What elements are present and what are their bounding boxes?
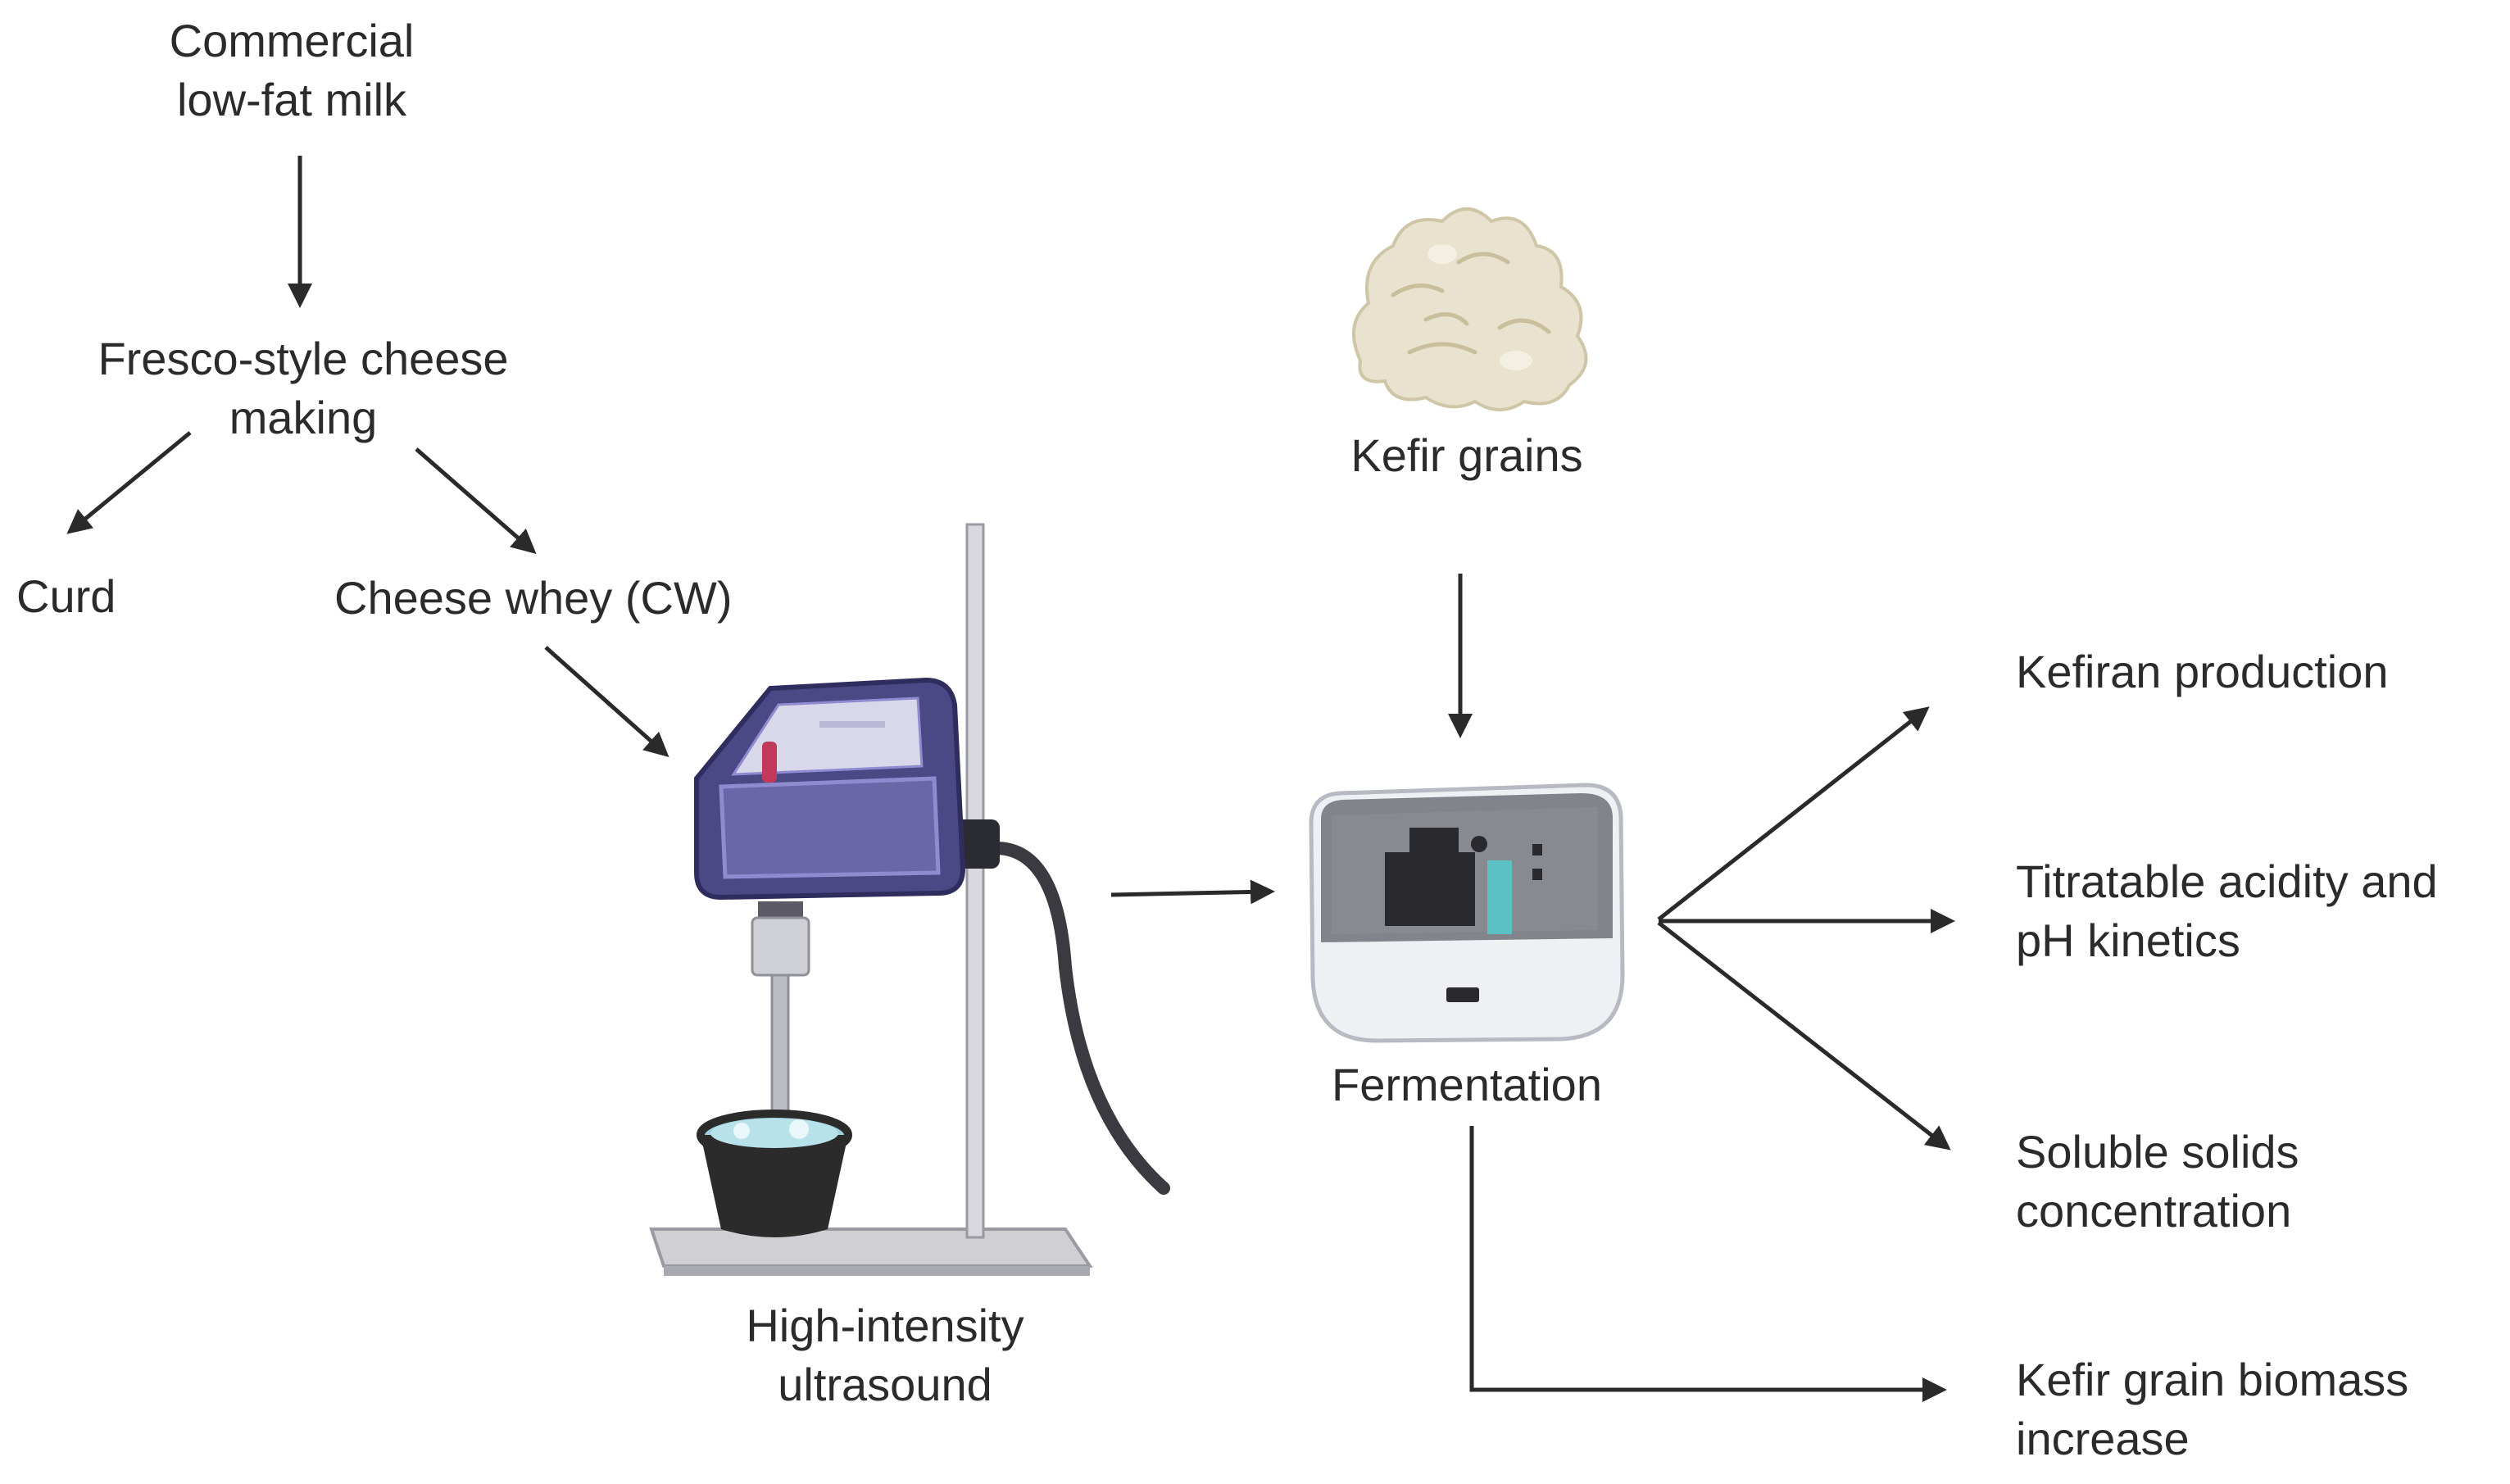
fermentation-label: Fermentation	[1278, 1055, 1655, 1114]
arrow-cheese-to-curd	[66, 431, 192, 534]
kefir-grains-text: Kefir grains	[1350, 429, 1583, 481]
milk-label: Commercial low-fat milk	[128, 11, 456, 129]
arrow-ultrasound-to-fermentation	[1110, 879, 1275, 905]
incubator-icon	[1309, 783, 1625, 1043]
cheese-making-line2: making	[229, 392, 378, 443]
arrow-to-biomass	[1469, 1126, 1947, 1402]
ultrasound-line1: High-intensity	[746, 1300, 1024, 1351]
ultrasound-line2: ultrasound	[778, 1359, 992, 1410]
acidity-line2: pH kinetics	[2016, 914, 2240, 966]
cheese-making-label: Fresco-style cheese making	[57, 329, 549, 447]
acidity-label: Titratable acidity and pH kinetics	[2016, 852, 2438, 970]
arrow-whey-to-ultrasound	[544, 646, 669, 757]
kefiran-text: Kefiran production	[2016, 646, 2389, 697]
arrow-to-solids	[1657, 921, 1951, 1150]
solids-label: Soluble solids concentration	[2016, 1123, 2299, 1241]
biomass-label: Kefir grain biomass increase	[2016, 1350, 2408, 1468]
cheese-making-line1: Fresco-style cheese	[98, 333, 509, 384]
curd-text: Curd	[16, 570, 116, 622]
fermentation-text: Fermentation	[1332, 1059, 1602, 1110]
kefir-grains-label: Kefir grains	[1295, 426, 1639, 485]
biomass-line2: increase	[2016, 1413, 2190, 1464]
milk-label-line1: Commercial	[169, 15, 415, 66]
ultrasound-label: High-intensity ultrasound	[672, 1296, 1098, 1414]
biomass-line1: Kefir grain biomass	[2016, 1354, 2409, 1405]
solids-line1: Soluble solids	[2016, 1126, 2299, 1178]
milk-label-line2: low-fat milk	[176, 74, 407, 125]
whey-text: Cheese whey (CW)	[334, 572, 733, 624]
solids-line2: concentration	[2016, 1185, 2292, 1237]
acidity-line1: Titratable acidity and	[2016, 855, 2438, 907]
whey-label: Cheese whey (CW)	[334, 569, 732, 628]
kefir-grains-icon	[1352, 207, 1588, 411]
arrow-cheese-to-whey	[415, 447, 537, 554]
sonicator-icon	[649, 523, 1170, 1276]
arrow-to-kefiran	[1657, 706, 1930, 921]
kefiran-label: Kefiran production	[2016, 642, 2389, 701]
curd-label: Curd	[16, 567, 116, 626]
